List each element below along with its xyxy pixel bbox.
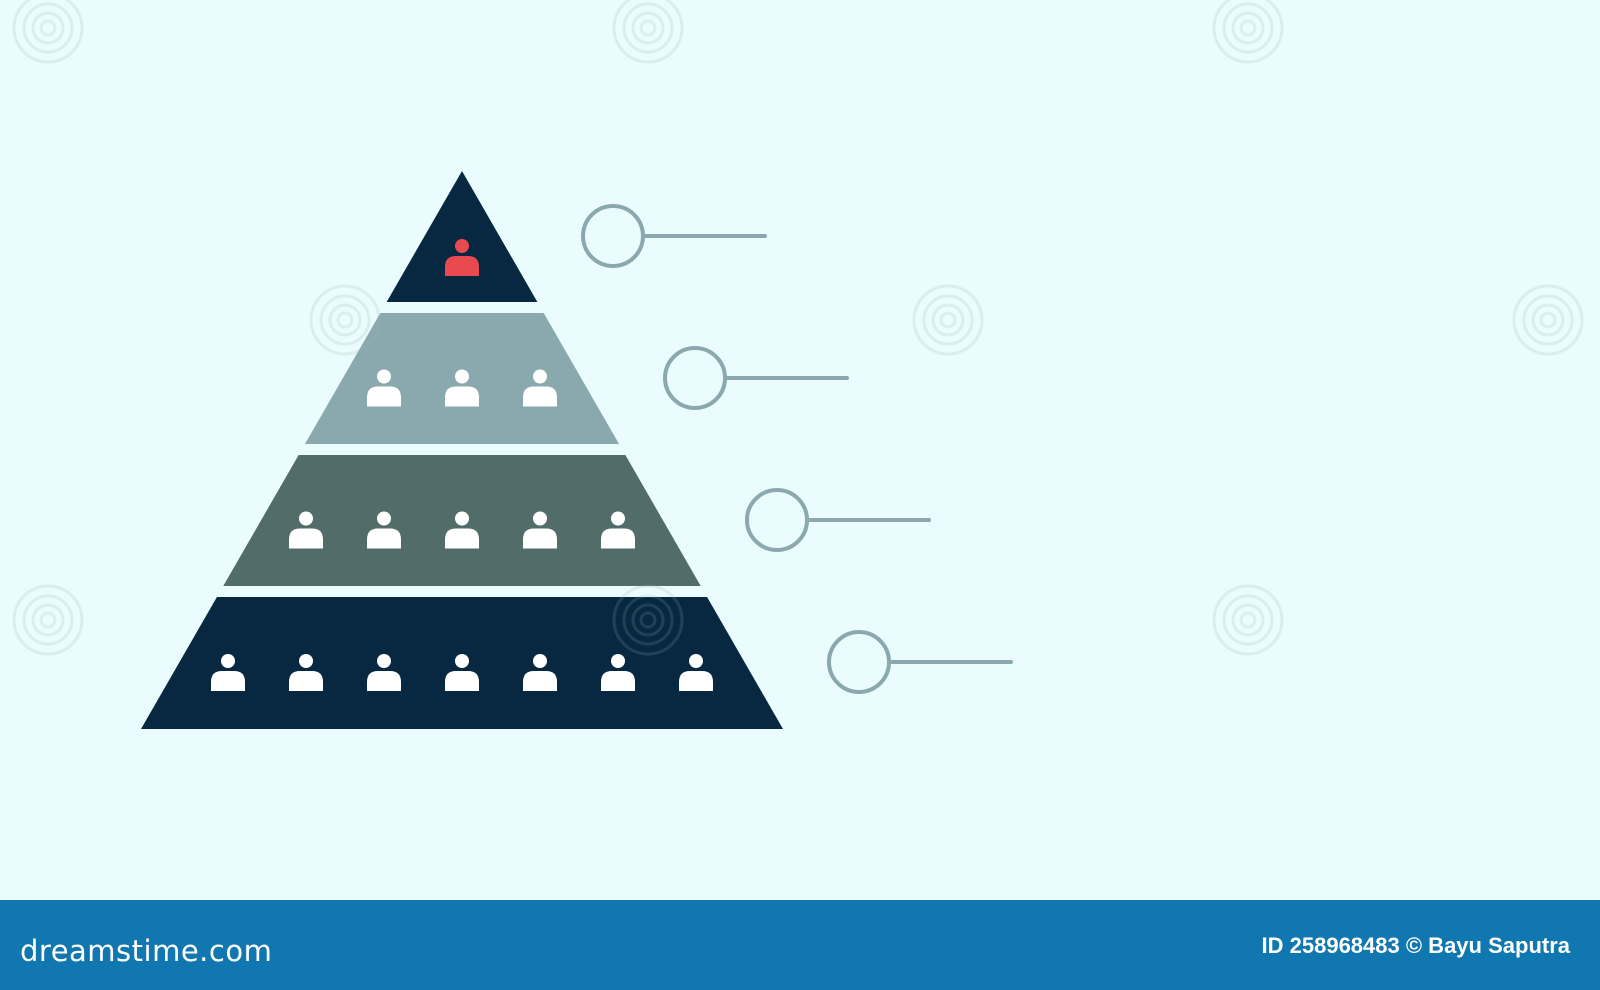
person-icon [523, 369, 557, 407]
person-icon [601, 511, 635, 549]
pyramid [141, 171, 783, 729]
person-icon [601, 654, 635, 691]
footer-logo[interactable]: dreamstime.com [20, 934, 273, 968]
tier-4-marker-circle [827, 630, 891, 694]
person-icon [523, 511, 557, 549]
person-icon [679, 654, 713, 691]
footer-bar: dreamstime.com ID 258968483 © Bayu Saput… [0, 900, 1600, 990]
person-icon [289, 654, 323, 691]
tier-connectors [581, 204, 1013, 694]
person-icon [367, 369, 401, 407]
tier-1-marker-circle [581, 204, 645, 268]
person-icon [211, 654, 245, 691]
person-icon [523, 654, 557, 691]
person-icon [367, 654, 401, 691]
pyramid-tier-1 [386, 171, 538, 302]
tier-2-marker-circle [663, 346, 727, 410]
tier-3-marker-circle [745, 488, 809, 552]
person-icon [367, 511, 401, 549]
person-icon [445, 369, 479, 407]
person-icon [445, 654, 479, 691]
person-icon [445, 511, 479, 549]
person-icon [289, 511, 323, 549]
footer-credit: ID 258968483 © Bayu Saputra [1261, 933, 1570, 958]
person-icon [445, 239, 479, 276]
pyramid-diagram [141, 171, 1013, 729]
